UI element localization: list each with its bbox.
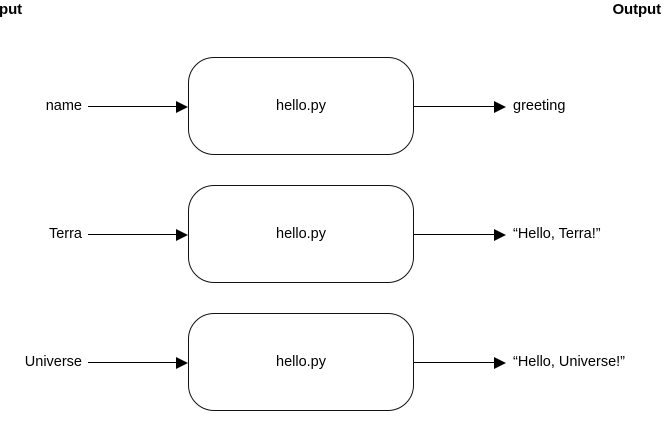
arrow-shaft bbox=[88, 362, 176, 364]
process-box[interactable]: hello.py bbox=[188, 57, 414, 155]
process-box[interactable]: hello.py bbox=[188, 313, 414, 411]
output-arrow-right-icon bbox=[414, 229, 506, 241]
output-label: greeting bbox=[513, 98, 566, 114]
process-box[interactable]: hello.py bbox=[188, 185, 414, 283]
arrow-shaft bbox=[88, 234, 176, 236]
flow-row: name hello.py greeting bbox=[0, 57, 667, 157]
arrow-head bbox=[494, 101, 506, 113]
input-label: Universe bbox=[24, 354, 82, 370]
column-header-input: put bbox=[0, 1, 23, 18]
input-arrow-right-icon bbox=[88, 229, 188, 241]
input-arrow-right-icon bbox=[88, 101, 188, 113]
arrow-head bbox=[176, 101, 188, 113]
arrow-head bbox=[494, 357, 506, 369]
flow-row: Universe hello.py “Hello, Universe!” bbox=[0, 313, 667, 413]
input-arrow-right-icon bbox=[88, 357, 188, 369]
flow-row: Terra hello.py “Hello, Terra!” bbox=[0, 185, 667, 285]
arrow-head bbox=[176, 357, 188, 369]
process-label: hello.py bbox=[276, 353, 326, 370]
output-arrow-right-icon bbox=[414, 357, 506, 369]
process-label: hello.py bbox=[276, 97, 326, 114]
output-arrow-right-icon bbox=[414, 101, 506, 113]
column-header-output: Output bbox=[612, 1, 661, 18]
arrow-shaft bbox=[414, 106, 494, 108]
output-label: “Hello, Terra!” bbox=[513, 226, 601, 242]
arrow-shaft bbox=[414, 362, 494, 364]
output-label: “Hello, Universe!” bbox=[513, 354, 625, 370]
input-label: Terra bbox=[48, 226, 82, 242]
arrow-shaft bbox=[414, 234, 494, 236]
arrow-head bbox=[176, 229, 188, 241]
arrow-head bbox=[494, 229, 506, 241]
process-label: hello.py bbox=[276, 225, 326, 242]
input-label: name bbox=[45, 98, 82, 114]
arrow-shaft bbox=[88, 106, 176, 108]
